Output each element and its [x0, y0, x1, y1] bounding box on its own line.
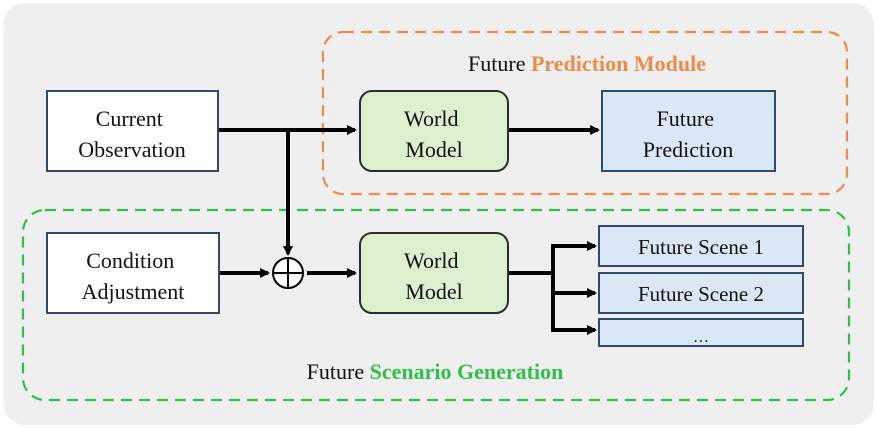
scenario-generation-title: Future Scenario Generation: [307, 359, 564, 384]
future-scene-2-label: Future Scene 2: [638, 282, 764, 306]
future-scene-1-box: [598, 225, 804, 267]
future-scene-more-label: …: [693, 329, 709, 346]
condition-adjustment-line-2: Adjustment: [82, 279, 185, 304]
condition-adjustment-line-1: Condition: [86, 248, 174, 273]
world-model-top-line-1: World: [404, 106, 458, 131]
world-model-bottom-line-1: World: [404, 248, 458, 273]
future-scene-more-box: [598, 318, 804, 347]
condition-adjustment-box: [46, 232, 220, 314]
prediction-module-title: Future Prediction Module: [468, 51, 706, 76]
world-model-top-box: [359, 90, 509, 172]
prediction-title-prefix: Future: [468, 51, 525, 76]
scenario-title-highlight: Scenario Generation: [370, 359, 564, 384]
condition-adjustment-label: Condition Adjustment: [82, 248, 185, 304]
prediction-module-region: [321, 30, 849, 196]
current-observation-line-1: Current: [96, 106, 163, 131]
future-prediction-label: Future Prediction: [643, 106, 733, 162]
future-prediction-line-2: Prediction: [643, 137, 733, 162]
world-model-top-line-2: Model: [405, 137, 462, 162]
world-model-top-label: World Model: [404, 106, 464, 162]
future-prediction-box: [601, 90, 776, 172]
current-observation-label: Current Observation: [78, 106, 186, 162]
scenario-title-prefix: Future: [307, 359, 364, 384]
current-observation-box: [46, 90, 219, 172]
future-prediction-line-1: Future: [657, 106, 714, 131]
current-observation-line-2: Observation: [78, 137, 186, 162]
scenario-generation-region: [21, 208, 851, 402]
world-model-bottom-line-2: Model: [405, 279, 462, 304]
world-model-bottom-box: [359, 232, 509, 314]
world-model-bottom-label: World Model: [404, 248, 464, 304]
prediction-title-highlight: Prediction Module: [531, 51, 706, 76]
future-scene-2-box: [598, 272, 804, 314]
combine-operator: ⊕: [272, 257, 304, 289]
connectors: [218, 125, 600, 335]
future-scene-1-label: Future Scene 1: [638, 235, 764, 259]
